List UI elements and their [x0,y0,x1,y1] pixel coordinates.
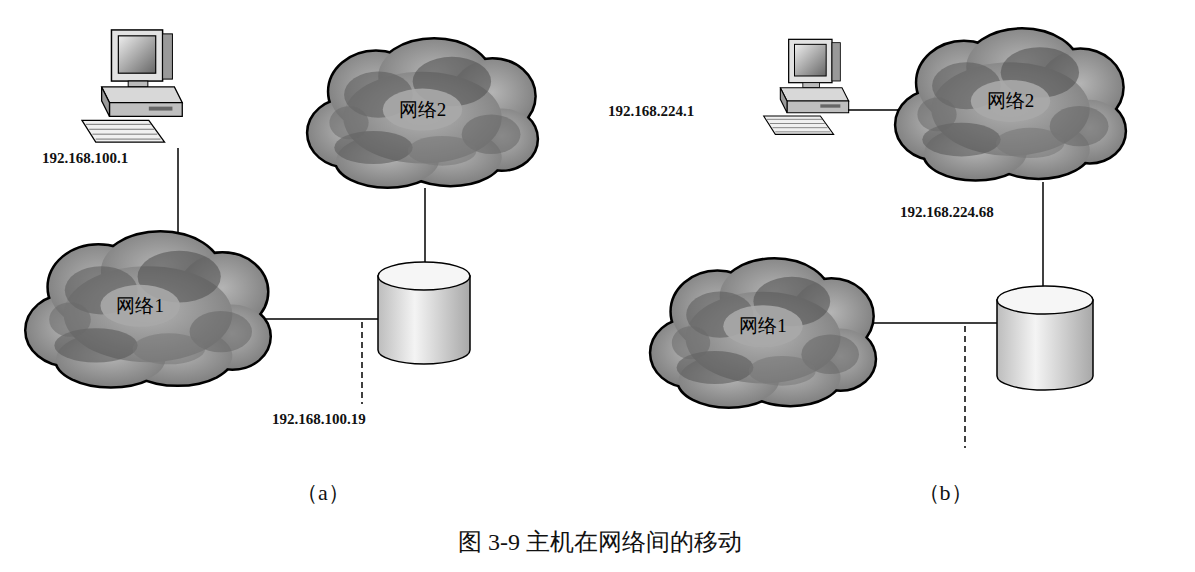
network-cloud: 网络2 [888,22,1133,190]
host-computer [82,30,182,142]
host-computer [764,39,849,134]
router-cylinder [378,262,470,364]
ip-address: 192.168.100.1 [42,150,128,167]
network-name: 网络2 [987,88,1035,114]
link-line [177,148,179,242]
network-cloud: 网络2 [300,32,545,197]
panel-label: （b） [918,478,973,508]
ip-address: 192.168.100.19 [272,411,366,428]
panel-label: （a） [296,478,350,508]
link-line [424,188,426,268]
network-cloud: 网络1 [18,225,278,397]
link-line [250,318,382,320]
link-line [870,322,998,324]
dashed-line [361,322,363,404]
network-name: 网络1 [116,293,164,319]
ip-address: 192.168.224.68 [900,204,994,221]
ip-address: 192.168.224.1 [608,103,694,120]
router-cylinder [997,286,1093,390]
figure-caption: 图 3-9 主机在网络间的移动 [458,526,742,558]
link-line [848,109,898,111]
network-name: 网络2 [399,97,447,123]
network-name: 网络1 [739,313,787,339]
network-cloud: 网络1 [643,252,883,417]
link-line [1042,182,1044,290]
dashed-line [964,326,966,448]
